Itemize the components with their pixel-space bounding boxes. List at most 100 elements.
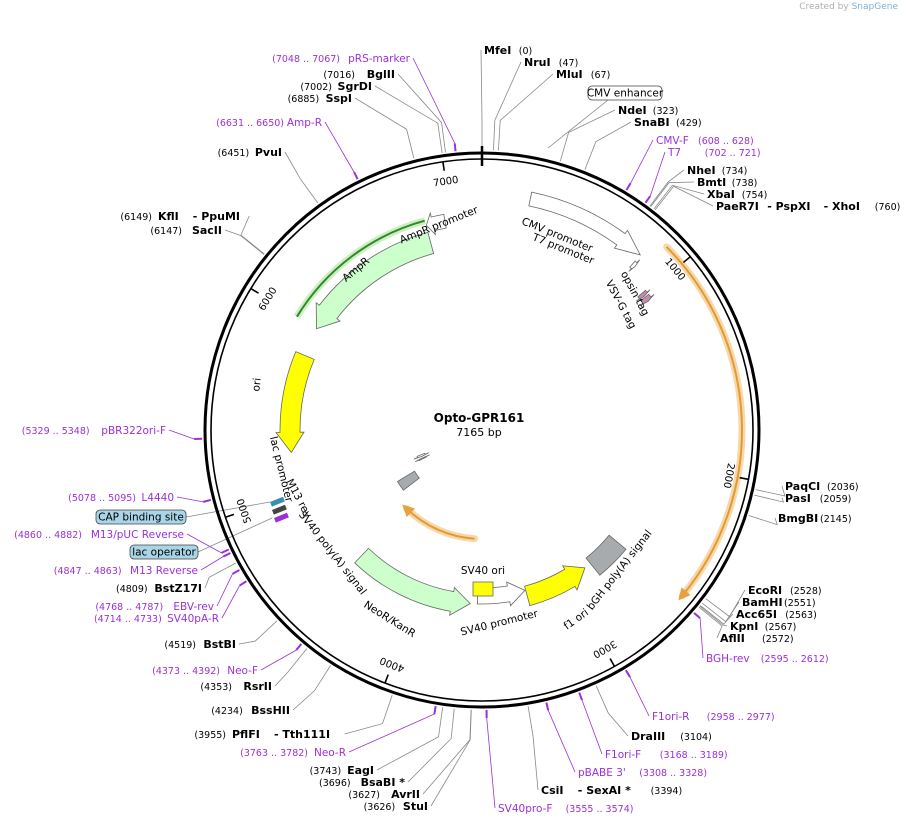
enzyme-site-acc65i[interactable]: Acc65I(2563) [736, 608, 817, 621]
enzyme-leader [754, 494, 785, 503]
feature-shape[interactable] [528, 191, 642, 256]
primer-prs-marker[interactable]: pRS-marker(7048 .. 7067) [272, 53, 411, 65]
enzyme-site-mlui[interactable]: MluI(67) [556, 68, 610, 81]
primer-l4440[interactable]: L4440(5078 .. 5095) [68, 492, 174, 504]
primer-cmv-f[interactable]: CMV-F(608 .. 628) [656, 135, 754, 147]
primer-site-mark [453, 143, 457, 152]
boxed-feature-cap-binding-site[interactable]: CAP binding site [95, 509, 187, 525]
enzyme-site-draiii[interactable]: DraIII(3104) [631, 730, 712, 743]
primer-t7[interactable]: T7(702 .. 721) [667, 147, 761, 159]
enzyme-name: Acc65I [736, 608, 777, 621]
enzyme-site-nhei[interactable]: NheI(734) [687, 164, 747, 177]
primer-neo-r[interactable]: Neo-R(3763 .. 3782) [240, 747, 346, 759]
enzyme-position: (6885) [288, 94, 320, 105]
primer-amp-r[interactable]: Amp-R(6631 .. 6650) [216, 117, 322, 129]
boxed-feature-frame [95, 509, 187, 525]
enzyme-site-sspi[interactable]: SspI(6885) [288, 92, 352, 105]
enzyme-site-bglii[interactable]: BglII(7016) [323, 68, 395, 81]
sv40-ori-box[interactable] [472, 581, 494, 597]
scale-tick-label: 2000 [721, 462, 736, 489]
primer-leader [486, 717, 496, 809]
primer-bgh-rev[interactable]: BGH-rev(2595 .. 2612) [706, 653, 829, 665]
enzyme-site-snabi[interactable]: SnaBI(429) [634, 116, 702, 129]
feature-shape[interactable] [639, 293, 655, 306]
enzyme-site-bmti[interactable]: BmtI(738) [697, 176, 757, 189]
enzyme-site-ndei[interactable]: NdeI(323) [618, 104, 678, 117]
enzyme-leader [274, 648, 308, 687]
enzyme-leader [407, 708, 455, 783]
primer-site-mark [625, 182, 632, 191]
enzyme-site-paer7i[interactable]: PaeR7I- PspXI- XhoI(760) [716, 200, 900, 213]
feature-shape[interactable] [585, 534, 627, 576]
enzyme-name: BmgBI [778, 512, 818, 525]
enzyme-site-pasi[interactable]: PasI(2059) [785, 492, 851, 505]
enzyme-site-nrui[interactable]: NruI(47) [524, 56, 578, 69]
label-leaders [168, 49, 786, 809]
feature-shape[interactable] [275, 351, 315, 454]
enzyme-site-sacii[interactable]: SacII(6147) [150, 224, 222, 237]
plasmid-name: Opto-GPR161 [434, 411, 525, 425]
primer-pbabe-3-[interactable]: pBABE 3'(3308 .. 3328) [578, 767, 707, 779]
enzyme-site-rsrii[interactable]: RsrII(4353) [200, 680, 272, 693]
enzyme-site-ecori[interactable]: EcoRI(2528) [748, 584, 822, 597]
feature-shape[interactable] [414, 454, 430, 463]
feature-shape[interactable] [413, 452, 429, 460]
snapgene-brand: SnapGene [851, 2, 898, 12]
feature-shape[interactable] [628, 259, 640, 272]
enzyme-site-avrii[interactable]: AvrII(3627) [348, 788, 420, 801]
enzyme-site-aflii[interactable]: AflII(2572) [720, 632, 794, 645]
feature-shape[interactable] [524, 565, 586, 607]
enzyme-site-sgrdi[interactable]: SgrDI(7002) [300, 80, 372, 93]
feature-shape[interactable] [425, 211, 447, 236]
primer-m13-puc-reverse[interactable]: M13/pUC Reverse(4860 .. 4882) [14, 529, 184, 541]
enzyme-site-xbai[interactable]: XbaI(754) [707, 188, 767, 201]
enzyme-site-csii[interactable]: CsiI- SexAI *(3394) [541, 784, 682, 797]
feature-shape[interactable] [396, 470, 420, 491]
primer-name: BGH-rev [706, 653, 750, 665]
primer-pbr322ori-f[interactable]: pBR322ori-F(5329 .. 5348) [22, 425, 166, 437]
enzyme-site-bsabi-[interactable]: BsaBI *(3696) [319, 776, 405, 789]
primer-name: CMV-F [656, 135, 689, 147]
feature-shape[interactable] [354, 547, 471, 616]
enzyme-site-mfei[interactable]: MfeI(0) [484, 44, 532, 57]
enzyme-site-eagi[interactable]: EagI(3743) [310, 764, 374, 777]
primer-ebv-rev[interactable]: EBV-rev(4768 .. 4787) [95, 601, 214, 613]
primer-range: (3168 .. 3189) [660, 750, 728, 761]
primer-leader [412, 57, 456, 144]
enzyme-site-bamhi[interactable]: BamHI(2551) [742, 596, 816, 609]
enzyme-position: (3626) [364, 802, 396, 813]
enzyme-site-kpni[interactable]: KpnI(2567) [730, 620, 796, 633]
enzyme-name-extra: - PspXI [767, 200, 810, 213]
small-site-block [274, 512, 289, 523]
primer-neo-f[interactable]: Neo-F(4373 .. 4392) [152, 665, 258, 677]
enzyme-site-bmgbi[interactable]: BmgBI(2145) [778, 512, 852, 525]
primer-sv40pro-f[interactable]: SV40pro-F(3555 .. 3574) [498, 803, 633, 815]
enzyme-site-paqci[interactable]: PaqCI(2036) [785, 480, 859, 493]
boxed-feature-lac-operator[interactable]: lac operator [129, 544, 199, 560]
enzyme-site-pvui[interactable]: PvuI(6451) [218, 146, 282, 159]
orf-arc-ampr [293, 217, 426, 319]
enzyme-site-bsshii[interactable]: BssHII(4234) [211, 704, 290, 717]
enzyme-name-extra: - PpuMI [193, 210, 240, 223]
enzyme-site-bstz17i[interactable]: BstZ17I(4809) [116, 582, 202, 595]
boxed-feature-cmv-enhancer[interactable]: CMV enhancer [587, 85, 664, 101]
enzyme-name: EagI [347, 764, 374, 777]
enzyme-site-stui[interactable]: StuI(3626) [364, 800, 428, 813]
enzyme-site-kfli[interactable]: (6149)KflI- PpuMI [120, 210, 240, 223]
enzyme-leader [422, 709, 472, 795]
primer-name: L4440 [141, 492, 174, 504]
primer-f1ori-r[interactable]: F1ori-R(2958 .. 2977) [652, 711, 775, 723]
feature-shape[interactable] [315, 231, 435, 330]
enzyme-position: (4809) [116, 584, 148, 595]
primer-range: (4847 .. 4863) [54, 566, 122, 577]
primer-site-mark [202, 498, 212, 503]
primer-name: M13/pUC Reverse [91, 529, 184, 541]
primer-sv40pa-r[interactable]: SV40pA-R(4714 .. 4733) [94, 613, 219, 625]
primer-f1ori-f[interactable]: F1ori-F(3168 .. 3189) [605, 749, 728, 761]
primer-leader [168, 429, 195, 440]
feature-shape[interactable] [636, 289, 651, 302]
enzyme-site-bstbi[interactable]: BstBI(4519) [164, 638, 236, 651]
enzyme-site-pflfi[interactable]: (3955)PflFI- Tth111I [194, 728, 330, 741]
primer-m13-reverse[interactable]: M13 Reverse(4847 .. 4863) [54, 565, 198, 577]
enzyme-position: (3394) [651, 786, 683, 797]
